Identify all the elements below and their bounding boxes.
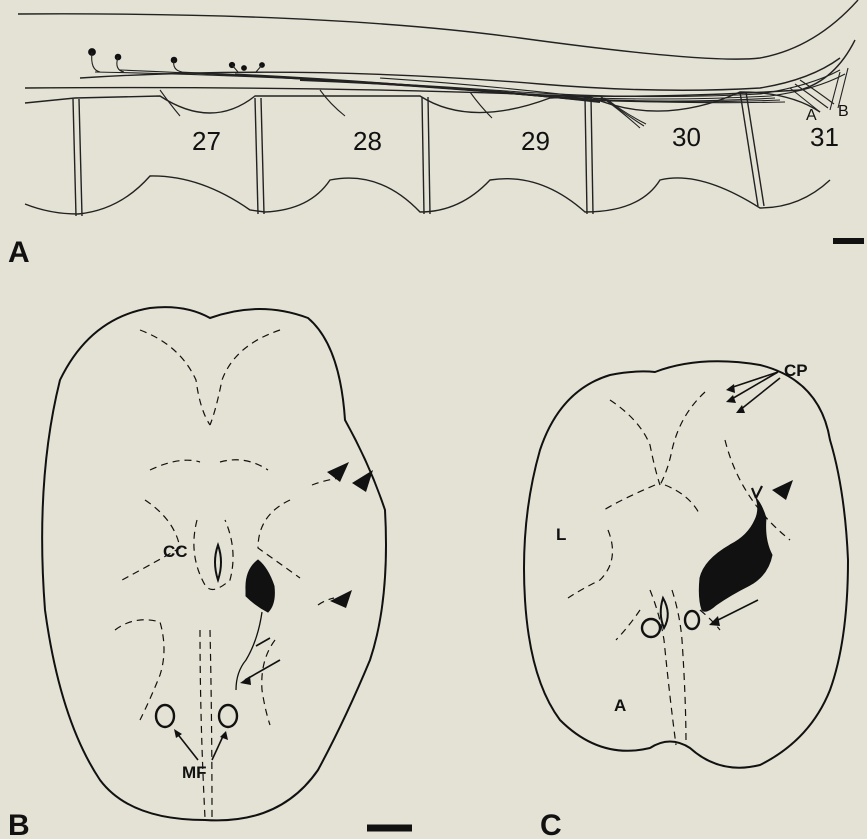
ganglion-outline-c bbox=[524, 361, 848, 767]
label-cc: CC bbox=[163, 542, 188, 561]
neuron-somata bbox=[89, 49, 264, 70]
axon-bundle bbox=[95, 70, 845, 103]
mf-circle-right-c bbox=[685, 611, 699, 629]
segment-label-30: 30 bbox=[672, 122, 701, 152]
nerve-label-b: B bbox=[838, 103, 849, 120]
neuron-dendrite-c bbox=[752, 486, 762, 498]
panel-letter-a: A bbox=[8, 236, 30, 269]
filled-neuron-b bbox=[246, 560, 274, 612]
panel-letter-c: C bbox=[540, 809, 562, 839]
body-outline-dorsal bbox=[18, 0, 858, 59]
nerve-label-a: A bbox=[806, 107, 817, 124]
filled-neuron-c bbox=[699, 498, 772, 611]
segment-bottom-border bbox=[25, 176, 830, 214]
label-cp: CP bbox=[784, 361, 808, 380]
neuropil-boundaries-b bbox=[115, 330, 340, 818]
mf-circle-left bbox=[156, 705, 174, 727]
central-canal-outline bbox=[215, 545, 221, 580]
arrows-b bbox=[176, 638, 280, 760]
panel-a bbox=[18, 0, 864, 241]
panel-c bbox=[524, 361, 848, 767]
panel-b-labels: CC MF B bbox=[8, 542, 207, 839]
mf-circle-right bbox=[219, 705, 237, 727]
label-mf: MF bbox=[182, 763, 207, 782]
label-a-c: A bbox=[614, 696, 626, 715]
panel-b bbox=[42, 307, 412, 828]
panel-c-labels: CP L A C bbox=[540, 361, 808, 839]
central-canal-outline-c bbox=[661, 598, 668, 628]
segment-label-31: 31 bbox=[810, 122, 839, 152]
segment-label-27: 27 bbox=[192, 126, 221, 156]
mf-circle-left-c bbox=[642, 619, 660, 637]
panel-letter-b: B bbox=[8, 809, 30, 839]
segment-label-29: 29 bbox=[521, 126, 550, 156]
label-l: L bbox=[556, 525, 566, 544]
segment-label-28: 28 bbox=[353, 126, 382, 156]
